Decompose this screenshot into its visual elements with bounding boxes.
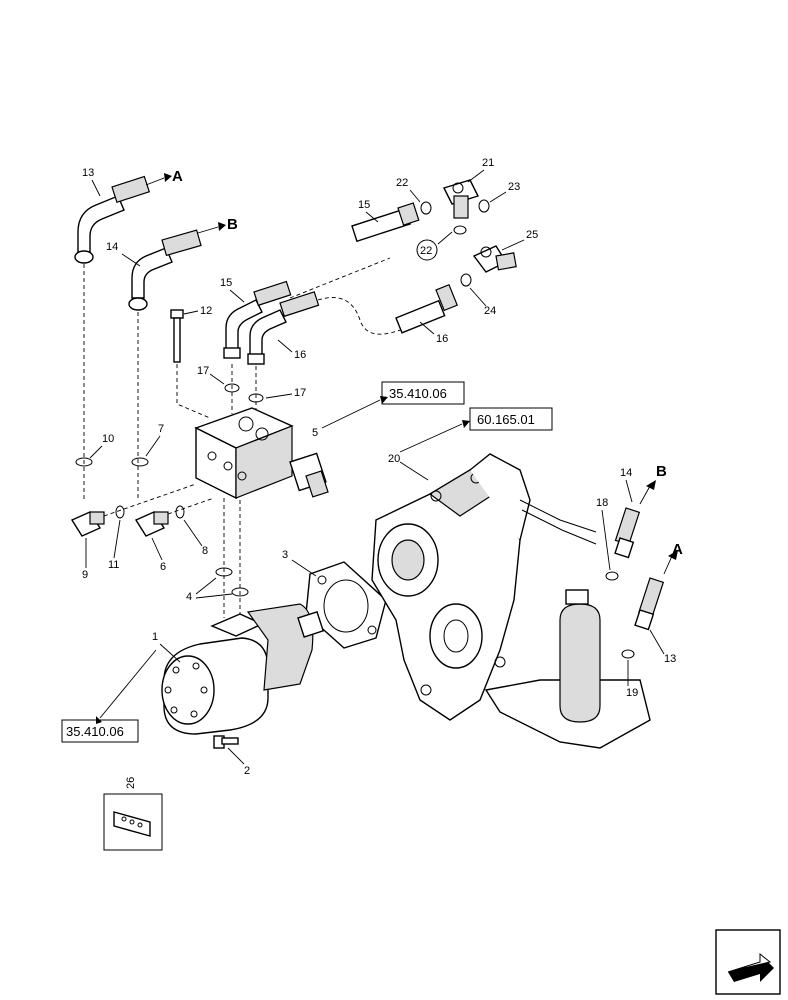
label-b-right: B xyxy=(656,463,667,480)
bolt-2 xyxy=(213,735,239,749)
o-ring-22-mid xyxy=(453,225,467,235)
callout-13-right: 13 xyxy=(664,653,676,665)
callout-4: 4 xyxy=(186,591,192,603)
fitting-15-right xyxy=(351,202,420,243)
callout-17-right: 17 xyxy=(294,387,306,399)
callout-16-right: 16 xyxy=(436,333,448,345)
callout-22-mid: 22 xyxy=(420,245,432,257)
callout-11: 11 xyxy=(108,559,119,571)
callout-15-center: 15 xyxy=(220,277,232,289)
callout-3: 3 xyxy=(282,549,288,561)
hydraulic-motor-1 xyxy=(161,603,325,735)
hose-13-right xyxy=(634,550,678,631)
o-ring-11 xyxy=(115,505,125,519)
decal-26-panel xyxy=(103,793,163,851)
callout-8: 8 xyxy=(202,545,208,557)
callout-7: 7 xyxy=(158,423,164,435)
valve-block-5 xyxy=(194,407,329,500)
elbow-fitting-9 xyxy=(70,511,105,537)
gasket-3 xyxy=(305,561,387,649)
gearbox-20 xyxy=(371,453,651,749)
o-ring-18 xyxy=(605,571,619,581)
callout-26: 26 xyxy=(125,777,137,789)
callout-5: 5 xyxy=(312,427,318,439)
next-page-arrow-icon[interactable] xyxy=(715,929,781,995)
callout-1: 1 xyxy=(152,631,158,643)
callout-2: 2 xyxy=(244,765,250,777)
label-b-top: B xyxy=(227,216,238,233)
callout-9: 9 xyxy=(82,569,88,581)
hose-15-center xyxy=(223,280,292,359)
reference-gearbox: 60.165.01 xyxy=(477,412,535,427)
callout-12: 12 xyxy=(200,305,212,317)
callout-14-right: 14 xyxy=(620,467,632,479)
o-rings-17 xyxy=(224,383,264,403)
hose-16-center xyxy=(247,291,320,365)
elbow-fitting-21 xyxy=(443,179,479,219)
callout-20: 20 xyxy=(388,453,400,465)
callout-21: 21 xyxy=(482,157,494,169)
reference-motor: 35.410.06 xyxy=(66,724,124,739)
o-ring-10 xyxy=(75,457,93,467)
callout-13-top: 13 xyxy=(82,167,94,179)
o-ring-7 xyxy=(131,457,149,467)
o-ring-24 xyxy=(460,273,472,287)
callout-19: 19 xyxy=(626,687,638,699)
bolt-12 xyxy=(170,309,184,363)
callout-24: 24 xyxy=(484,305,496,317)
elbow-fitting-6 xyxy=(134,511,169,537)
reference-valve: 35.410.06 xyxy=(389,386,447,401)
label-a-right: A xyxy=(672,541,683,558)
callout-15-right: 15 xyxy=(358,199,370,211)
hose-14-top xyxy=(128,222,226,311)
callout-10: 10 xyxy=(102,433,114,445)
hose-14-right xyxy=(614,480,656,559)
elbow-fitting-25 xyxy=(472,245,517,273)
callout-17-left: 17 xyxy=(197,365,209,377)
label-a-top: A xyxy=(172,168,183,185)
callout-25: 25 xyxy=(526,229,538,241)
callout-16-center: 16 xyxy=(294,349,306,361)
callout-6: 6 xyxy=(160,561,166,573)
o-ring-8 xyxy=(175,505,185,519)
callout-14-top: 14 xyxy=(106,241,118,253)
hose-13-top xyxy=(74,173,172,264)
fitting-16-right xyxy=(395,283,459,334)
o-ring-19 xyxy=(621,649,635,659)
o-ring-22-top xyxy=(420,201,432,215)
callout-22-top: 22 xyxy=(396,177,408,189)
o-ring-23 xyxy=(478,199,490,213)
callout-23: 23 xyxy=(508,181,520,193)
callout-18: 18 xyxy=(596,497,608,509)
